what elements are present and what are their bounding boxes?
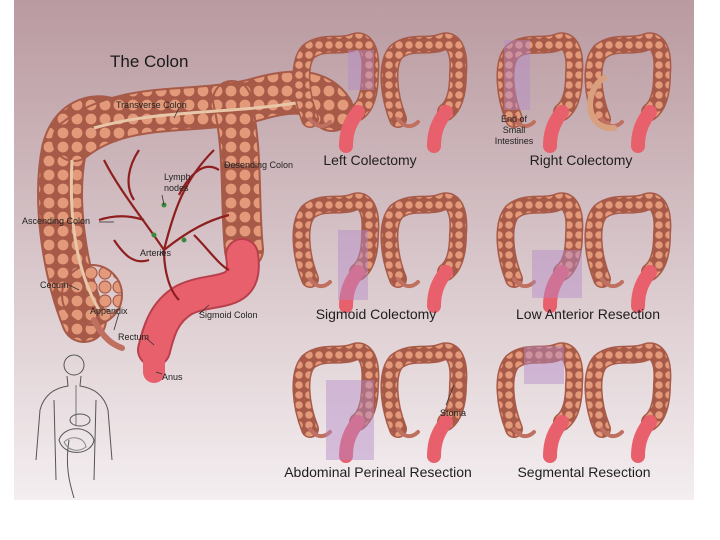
- thumb-colon-texture: [381, 33, 466, 127]
- thumb-appendix: [308, 277, 332, 289]
- thumb-rectum: [631, 265, 657, 313]
- note-stoma: Stoma: [440, 408, 467, 418]
- thumb-colon-texture: [293, 343, 378, 437]
- label-descending-colon: Desending Colon: [224, 160, 294, 170]
- thumb-appendix: [512, 117, 536, 129]
- thumb-rectum: [427, 105, 453, 153]
- caption-left-colectomy: Left Colectomy: [323, 152, 417, 168]
- thumb-appendix: [396, 277, 420, 289]
- thumb-colon-texture: [585, 343, 670, 437]
- thumb-appendix: [512, 277, 536, 289]
- label-rectum: Rectum: [118, 332, 150, 342]
- thumb-appendix: [600, 427, 624, 439]
- arteries: [98, 149, 230, 301]
- note-end-of-small-intestines: End of Small Intestines: [494, 114, 534, 146]
- label-ascending-colon: Ascending Colon: [22, 216, 91, 226]
- thumb-rectum: [631, 105, 657, 153]
- label-anus: Anus: [162, 372, 183, 382]
- resection-highlight: [348, 50, 374, 90]
- thumb-rectum: [543, 105, 569, 153]
- lymph-node: [151, 232, 157, 238]
- thumb-colon-texture: [585, 33, 670, 127]
- label-lymph-nodes: Lymph nodes: [164, 172, 191, 193]
- caption-segmental-resection: Segmental Resection: [517, 464, 651, 480]
- resection-highlight: [326, 380, 374, 460]
- thumb-rectum: [339, 105, 365, 153]
- thumb-colon-texture: [585, 193, 670, 287]
- page-title: The Colon: [110, 52, 189, 71]
- small-intestine-end: [587, 75, 617, 131]
- diagram-canvas: The Colon Transverse Colon Desending Col…: [14, 0, 694, 500]
- thumb-appendix: [600, 277, 624, 289]
- label-arteries: Arteries: [140, 248, 172, 258]
- resection-highlight: [532, 250, 582, 298]
- thumb-colon-texture: [293, 33, 378, 127]
- thumb-rectum: [339, 415, 365, 463]
- stoma-leader-line: [445, 384, 455, 406]
- human-silhouette: [35, 354, 113, 499]
- resection-highlight: [524, 346, 564, 384]
- thumb-appendix: [512, 427, 536, 439]
- thumb-colon-texture: [381, 193, 466, 287]
- thumb-rectum: [339, 265, 365, 313]
- label-transverse-colon: Transverse Colon: [116, 100, 187, 110]
- thumb-appendix: [396, 117, 420, 129]
- leader-lines: [68, 107, 236, 375]
- thumb-appendix: [308, 117, 332, 129]
- resection-highlight: [338, 230, 368, 300]
- thumb-appendix: [308, 427, 332, 439]
- label-sigmoid-colon: Sigmoid Colon: [199, 310, 258, 320]
- thumb-colon-texture: [497, 33, 582, 127]
- label-cecum: Cecum: [40, 280, 69, 290]
- thumb-rectum: [427, 265, 453, 313]
- caption-low-anterior-resection: Low Anterior Resection: [516, 306, 660, 322]
- label-appendix: Appendix: [90, 306, 128, 316]
- thumb-rectum: [543, 265, 569, 313]
- lymph-node: [181, 237, 187, 243]
- caption-right-colectomy: Right Colectomy: [529, 152, 633, 168]
- thumb-colon-texture: [497, 193, 582, 287]
- resection-highlight: [504, 40, 530, 110]
- colon-illustration: [37, 70, 354, 383]
- thumb-rectum: [427, 415, 453, 463]
- thumb-appendix: [396, 427, 420, 439]
- procedure-thumbnails: [292, 32, 672, 463]
- thumb-rectum: [543, 415, 569, 463]
- caption-sigmoid-colectomy: Sigmoid Colectomy: [315, 306, 437, 322]
- caption-abdominal-perineal-resection: Abdominal Perineal Resection: [284, 464, 472, 480]
- thumb-rectum: [631, 415, 657, 463]
- diagram-illustration: [14, 0, 694, 500]
- thumb-colon-texture: [497, 343, 582, 437]
- thumb-colon-texture: [293, 193, 378, 287]
- thumb-colon-texture: [381, 343, 466, 437]
